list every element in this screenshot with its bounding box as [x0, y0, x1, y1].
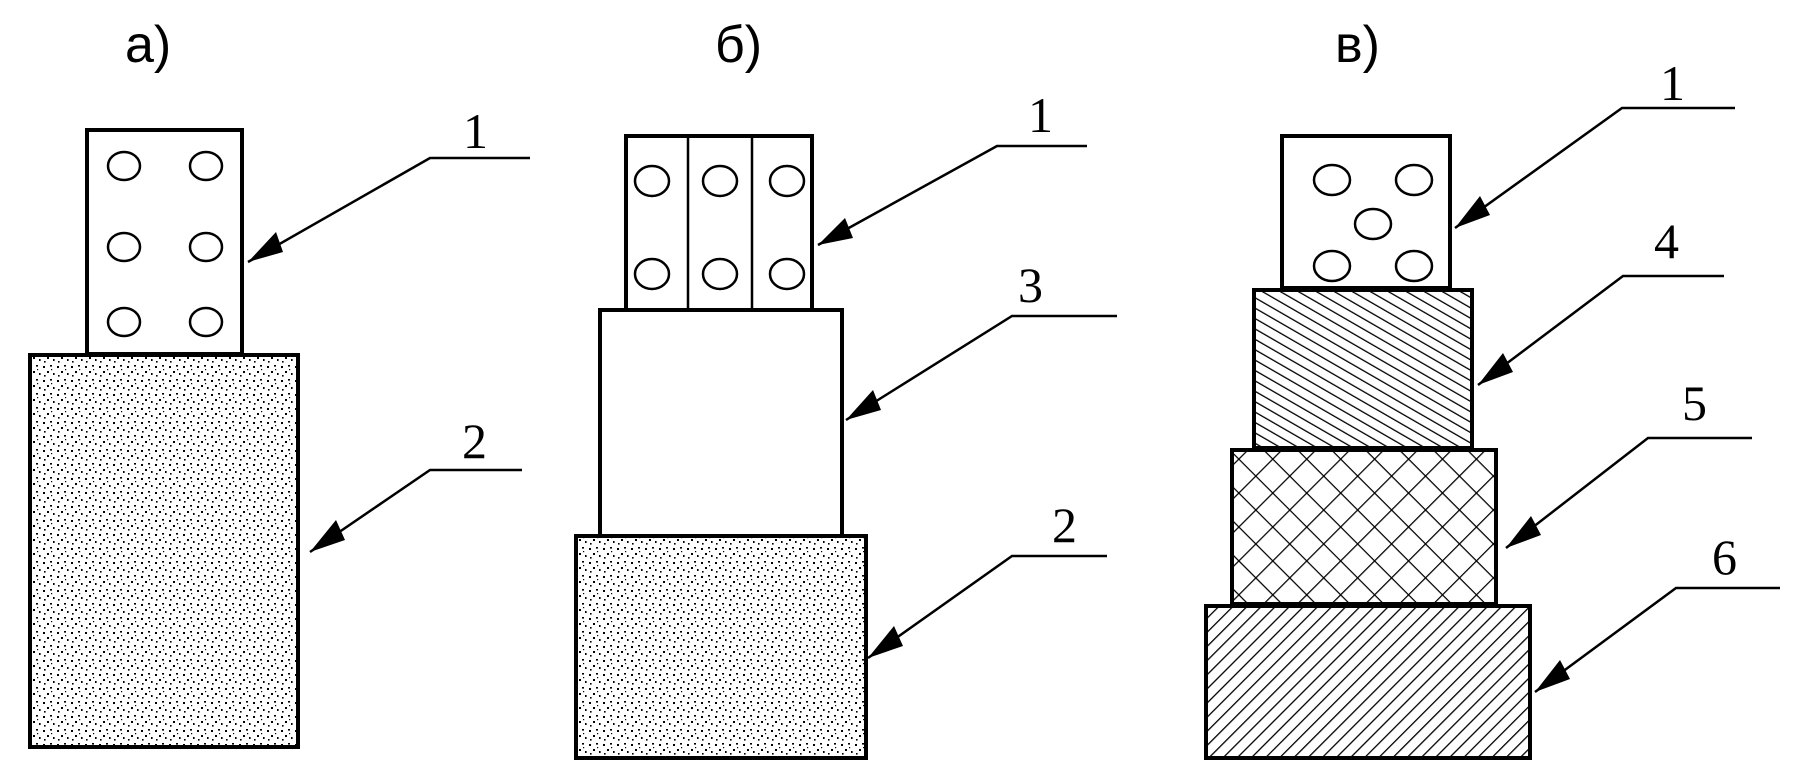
panel-a-callout-2-label: 2: [462, 413, 487, 469]
arrowhead-icon: [1506, 516, 1541, 548]
panel-b-callout-2-label: 2: [1052, 497, 1077, 553]
panel-c-callout-1: 1: [1454, 55, 1735, 230]
panel-c-layer-5: [1230, 448, 1498, 606]
panel-b-holes: [633, 164, 806, 291]
arrowhead-icon: [868, 626, 903, 658]
panel-a-callout-2: 2: [309, 413, 522, 554]
arrowhead-icon: [818, 218, 853, 245]
panel-a: а) 1 2: [28, 16, 530, 749]
panel-c-callout-5: 5: [1505, 375, 1752, 549]
arrowhead-icon: [1455, 196, 1490, 228]
arrowhead-icon: [846, 390, 881, 420]
panel-a-layer-2: [28, 353, 300, 749]
panel-c: в) 1 4 5: [1204, 16, 1780, 760]
panel-b-callout-1-label: 1: [1028, 87, 1053, 143]
panel-a-callout-1: 1: [247, 103, 530, 264]
panel-c-layer-6: [1204, 604, 1532, 760]
panel-b-callout-2: 2: [867, 497, 1107, 660]
panel-a-label: а): [125, 16, 171, 74]
panel-a-callout-1-label: 1: [463, 103, 488, 159]
panel-c-callout-4-label: 4: [1654, 213, 1679, 269]
arrowhead-icon: [310, 520, 345, 552]
panel-b-callout-3-label: 3: [1018, 257, 1043, 313]
panel-c-callout-6-label: 6: [1712, 529, 1737, 585]
panel-c-callout-4: 4: [1477, 213, 1724, 386]
panel-a-holes: [106, 150, 224, 338]
panel-c-holes: [1312, 163, 1434, 283]
panel-c-callout-6: 6: [1534, 529, 1780, 694]
arrowhead-icon: [1478, 353, 1513, 385]
panel-b-layer-3: [598, 308, 844, 538]
arrowhead-icon: [248, 232, 283, 262]
panel-b-label: б): [715, 16, 762, 74]
panel-c-callout-1-label: 1: [1660, 55, 1685, 111]
panel-c-callout-5-label: 5: [1682, 375, 1707, 431]
panel-b-callout-1: 1: [817, 87, 1087, 247]
panel-b: б) 1 3: [574, 16, 1117, 760]
arrowhead-icon: [1535, 660, 1570, 692]
panel-b-layer-2: [574, 534, 868, 760]
panel-c-layer-4: [1252, 288, 1474, 450]
panel-c-label: в): [1335, 16, 1380, 74]
panel-b-callout-3: 3: [845, 257, 1117, 422]
